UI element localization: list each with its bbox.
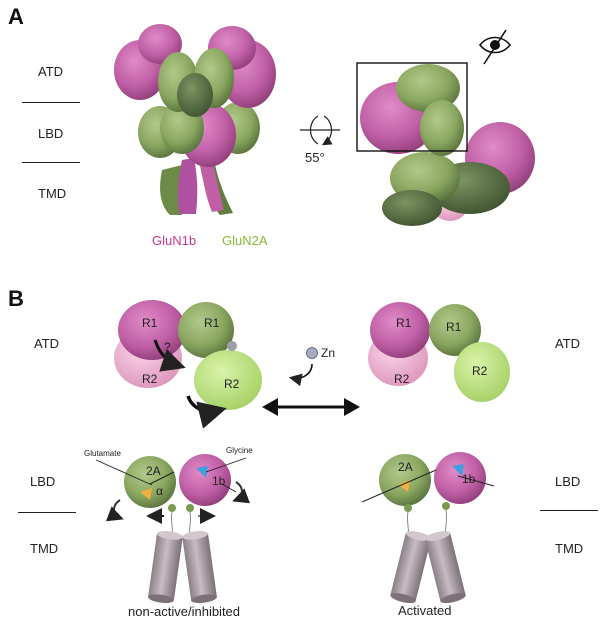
glutamate-label: Glutamate [84,449,121,458]
panel-b-right-divider [540,510,598,511]
atd-right-r2-pink: R2 [394,372,410,386]
atd-right-r2-green: R2 [472,364,488,378]
lbd-left-1b: 1b [212,474,226,488]
panel-b-left-tmd-label: TMD [30,541,59,556]
panel-a-tmd-label: TMD [38,186,67,201]
tmd-inhibited [148,530,217,604]
zoom-box [356,62,468,152]
zinc-ion [288,347,318,387]
zinc-label: Zn [321,346,336,360]
panel-b-left-divider [18,512,76,513]
atd-inhibited [114,300,262,429]
lbd-right-1b: 1b [462,472,476,486]
tmd-activated [390,531,466,604]
panel-b-left-lbd-label: LBD [30,474,56,489]
panel-b-right-tmd-label: TMD [555,541,584,556]
panel-a-lbd-label: LBD [38,126,64,141]
state-label-activated: Activated [398,603,452,618]
lbd-left-alpha: α [156,484,163,498]
eye-icon [478,29,512,65]
panel-b-letter: B [8,286,24,311]
atd-left-r1-pink: R1 [142,316,158,330]
panel-b-left-atd-label: ATD [34,336,60,351]
receptor-side-view [114,24,276,215]
panel-a-atd-label: ATD [38,64,64,79]
atd-left-r2-green: R2 [224,377,240,391]
legend-glun2a: GluN2A [222,233,268,248]
lbd-activated [361,452,495,539]
equilibrium-arrow [262,398,360,416]
state-label-inhibited: non-active/inhibited [128,604,241,619]
panel-a-divider-2 [22,162,80,163]
rotation-symbol [300,115,340,146]
panel-b-right-lbd-label: LBD [555,474,581,489]
receptor-top-view [360,64,535,226]
glycine-label: Glycine [226,446,253,455]
atd-left-r1-green: R1 [204,316,220,330]
atd-right-r1-pink: R1 [396,316,412,330]
panel-b-right-atd-label: ATD [555,336,581,351]
atd-left-r2-pink: R2 [142,372,158,386]
atd-right-r1-green: R1 [446,320,462,334]
legend-glun1b: GluN1b [152,233,197,248]
lbd-right-2a: 2A [398,460,413,474]
panel-a-letter: A [8,4,24,29]
lbd-inhibited [95,454,251,539]
atd-left-question: ? [164,340,171,354]
rotation-angle-label: 55° [305,150,325,165]
lbd-left-2a: 2A [146,464,161,478]
panel-a-divider-1 [22,102,80,103]
atd-activated [368,302,510,402]
